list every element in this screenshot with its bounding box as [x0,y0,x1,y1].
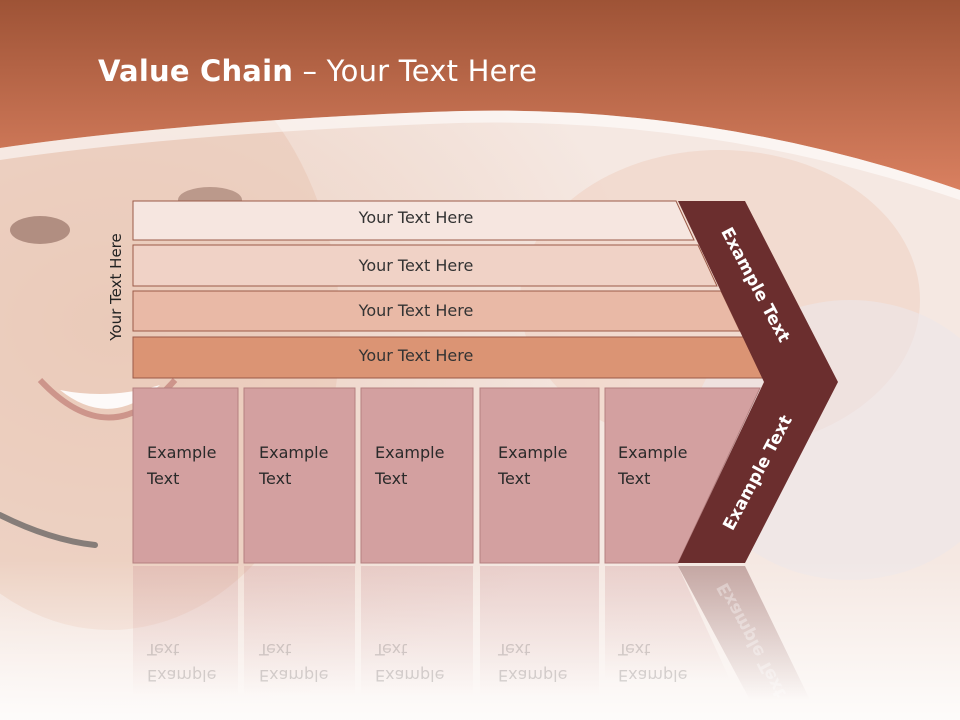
bar-1-label: Your Text Here [358,208,474,227]
headset-mic [0,512,98,548]
chevron-arrow [678,201,838,563]
bar-1 [132,200,695,241]
box-3 [360,387,474,564]
title-rest: – Your Text Here [293,54,538,88]
side-label: Your Text Here [107,233,125,341]
box-4 [479,387,600,564]
bar-4-label: Your Text Here [358,346,474,365]
slide-title: Value Chain – Your Text Here [98,54,537,88]
bar-3-label: Your Text Here [358,301,474,320]
header-band [0,0,960,190]
bar-2-label: Your Text Here [358,256,474,275]
box-2 [243,387,356,564]
box-1 [132,387,239,564]
title-bold: Value Chain [98,54,294,88]
eye-left [10,216,70,244]
bar-2 [132,244,718,287]
